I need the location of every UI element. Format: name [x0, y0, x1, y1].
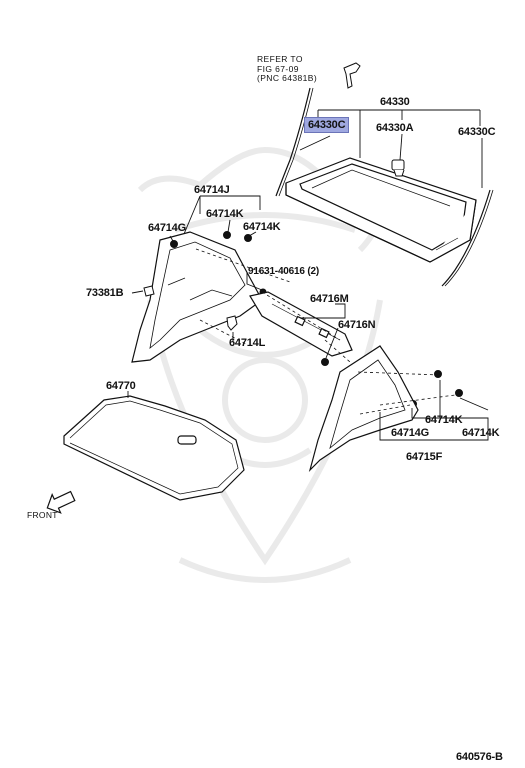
label-64330[interactable]: 64330: [380, 96, 410, 108]
label-64716n[interactable]: 64716N: [338, 319, 376, 331]
label-64714g-right[interactable]: 64714G: [391, 427, 429, 439]
reference-callout: REFER TO FIG 67-09 (PNC 64381B): [257, 54, 318, 84]
reference-bracket-icon: [343, 62, 361, 89]
deck-trim-64716m: [249, 291, 353, 357]
label-64330c-right[interactable]: 64330C: [458, 126, 496, 138]
label-64714l[interactable]: 64714L: [229, 337, 266, 349]
mounting-guide-lines: [195, 248, 456, 415]
front-arrow-icon: [46, 490, 76, 514]
package-tray-64330: [285, 157, 477, 263]
diagram-code: 640576-B: [456, 751, 503, 763]
label-64714j[interactable]: 64714J: [194, 184, 230, 196]
clip-64714l: [226, 315, 238, 331]
clip-64330a: [391, 159, 405, 177]
callout-line-1: REFER TO: [257, 54, 303, 64]
callout-line-2: FIG 67-09: [257, 63, 299, 74]
hook-73381b: [143, 285, 155, 297]
label-64714k-right-1[interactable]: 64714K: [425, 414, 463, 426]
leader-lines: [127, 109, 489, 441]
weatherstrip-64330c: [275, 87, 494, 287]
label-64714k-right-2[interactable]: 64714K: [462, 427, 500, 439]
label-64714g-left[interactable]: 64714G: [148, 222, 186, 234]
label-91631[interactable]: 91631-40616 (2): [248, 266, 319, 277]
front-label: FRONT: [27, 510, 58, 520]
label-64715f[interactable]: 64715F: [406, 451, 443, 463]
label-64330a[interactable]: 64330A: [376, 122, 414, 134]
label-64714k-top[interactable]: 64714K: [206, 208, 244, 220]
label-64330c-highlighted[interactable]: 64330C: [304, 117, 350, 133]
callout-line-3: (PNC 64381B): [257, 73, 318, 83]
label-64770[interactable]: 64770: [106, 380, 136, 392]
label-73381b[interactable]: 73381B: [86, 287, 124, 299]
label-64716m[interactable]: 64716M: [310, 293, 349, 305]
label-64714k-mid[interactable]: 64714K: [243, 221, 281, 233]
floor-mat-64770: [63, 395, 245, 501]
left-quarter-trim: [131, 231, 263, 363]
